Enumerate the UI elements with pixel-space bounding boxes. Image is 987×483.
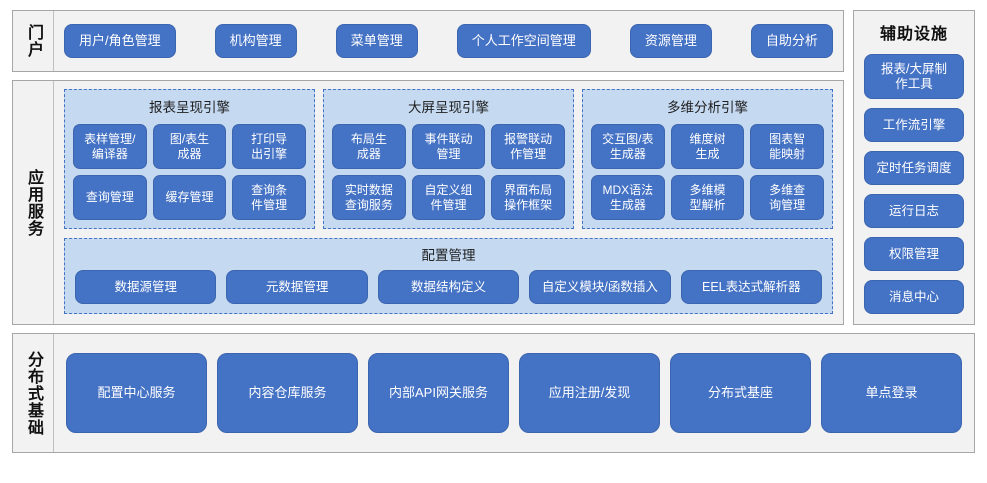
auxiliary-facilities-title: 辅助设施 <box>879 26 948 43</box>
chip-print-export-engine[interactable]: 打印导 出引擎 <box>232 124 306 169</box>
left-column: 门户 用户/角色管理 机构管理 菜单管理 个人工作空间管理 资源管理 自助分析 … <box>12 10 844 325</box>
portal-item-resource-management[interactable]: 资源管理 <box>629 24 712 58</box>
distributed-base-panel: 分布式基础 配置中心服务 内容仓库服务 内部API网关服务 应用注册/发现 分布… <box>12 333 975 453</box>
chip-chart-smart-mapping[interactable]: 图表智 能映射 <box>750 124 824 169</box>
chip-internal-api-gateway-service[interactable]: 内部API网关服务 <box>368 353 509 433</box>
chip-layout-generator[interactable]: 布局生 成器 <box>332 124 406 169</box>
configuration-management-items: 数据源管理 元数据管理 数据结构定义 自定义模块/函数插入 EEL表达式解析器 <box>75 270 823 304</box>
chip-custom-component-management[interactable]: 自定义组 件管理 <box>411 175 486 220</box>
multidimensional-analysis-engine-items: 交互图/表 生成器 维度树 生成 图表智 能映射 MDX语法 生成器 多维模 型… <box>591 124 824 220</box>
chip-event-linkage-management[interactable]: 事件联动 管理 <box>411 124 486 169</box>
portal-item-personal-workspace-management[interactable]: 个人工作空间管理 <box>456 24 591 58</box>
large-screen-rendering-engine-group: 大屏呈现引擎 布局生 成器 事件联动 管理 报警联动 作管理 实时数据 查询服务… <box>323 89 574 229</box>
distributed-base-title-text: 分布式基础 <box>24 350 42 436</box>
engine-row: 报表呈现引擎 表样管理/ 编译器 图/表生 成器 打印导 出引擎 查询管理 缓存… <box>64 89 833 229</box>
application-service-body: 报表呈现引擎 表样管理/ 编译器 图/表生 成器 打印导 出引擎 查询管理 缓存… <box>54 81 843 324</box>
chip-config-center-service[interactable]: 配置中心服务 <box>66 353 207 433</box>
multidimensional-analysis-engine-group: 多维分析引擎 交互图/表 生成器 维度树 生成 图表智 能映射 MDX语法 生成… <box>582 89 833 229</box>
application-service-panel: 应用服务 报表呈现引擎 表样管理/ 编译器 图/表生 成器 打印导 出引擎 查询… <box>12 80 844 325</box>
chip-dimension-tree-generation[interactable]: 维度树 生成 <box>670 124 745 169</box>
distributed-base-items: 配置中心服务 内容仓库服务 内部API网关服务 应用注册/发现 分布式基座 单点… <box>54 334 974 452</box>
chip-query-condition-management[interactable]: 查询条 件管理 <box>232 175 306 220</box>
report-rendering-engine-group: 报表呈现引擎 表样管理/ 编译器 图/表生 成器 打印导 出引擎 查询管理 缓存… <box>64 89 315 229</box>
chip-custom-module-function-insertion[interactable]: 自定义模块/函数插入 <box>529 270 671 304</box>
aux-item-report-large-screen-authoring-tool[interactable]: 报表/大屏制 作工具 <box>864 54 964 99</box>
aux-item-workflow-engine[interactable]: 工作流引擎 <box>864 108 964 142</box>
portal-item-self-service-analysis[interactable]: 自助分析 <box>750 24 833 58</box>
upper-section: 门户 用户/角色管理 机构管理 菜单管理 个人工作空间管理 资源管理 自助分析 … <box>12 10 975 325</box>
chip-cache-management[interactable]: 缓存管理 <box>152 175 227 220</box>
portal-panel-title: 门户 <box>13 11 54 71</box>
portal-panel: 门户 用户/角色管理 机构管理 菜单管理 个人工作空间管理 资源管理 自助分析 <box>12 10 844 72</box>
large-screen-rendering-engine-title: 大屏呈现引擎 <box>408 100 489 115</box>
chip-chart-table-generator[interactable]: 图/表生 成器 <box>152 124 227 169</box>
chip-interactive-chart-table-generator[interactable]: 交互图/表 生成器 <box>591 124 665 169</box>
chip-eel-expression-parser[interactable]: EEL表达式解析器 <box>680 270 823 304</box>
configuration-management-title: 配置管理 <box>421 248 476 263</box>
portal-items: 用户/角色管理 机构管理 菜单管理 个人工作空间管理 资源管理 自助分析 <box>54 11 843 71</box>
large-screen-rendering-engine-items: 布局生 成器 事件联动 管理 报警联动 作管理 实时数据 查询服务 自定义组 件… <box>332 124 565 220</box>
portal-item-user-role-management[interactable]: 用户/角色管理 <box>64 24 176 58</box>
chip-content-repository-service[interactable]: 内容仓库服务 <box>217 353 358 433</box>
portal-item-menu-management[interactable]: 菜单管理 <box>335 24 418 58</box>
chip-app-registration-discovery[interactable]: 应用注册/发现 <box>519 353 660 433</box>
multidimensional-analysis-engine-title: 多维分析引擎 <box>667 100 748 115</box>
application-service-panel-title: 应用服务 <box>13 81 54 324</box>
chip-ui-layout-operation-framework[interactable]: 界面布局 操作框架 <box>491 175 565 220</box>
chip-distributed-foundation[interactable]: 分布式基座 <box>670 353 811 433</box>
portal-item-organization-management[interactable]: 机构管理 <box>214 24 297 58</box>
distributed-base-panel-title: 分布式基础 <box>13 334 54 452</box>
chip-single-sign-on[interactable]: 单点登录 <box>821 353 962 433</box>
chip-report-template-management-compiler[interactable]: 表样管理/ 编译器 <box>73 124 147 169</box>
chip-mdx-syntax-generator[interactable]: MDX语法 生成器 <box>591 175 665 220</box>
report-rendering-engine-items: 表样管理/ 编译器 图/表生 成器 打印导 出引擎 查询管理 缓存管理 查询条 … <box>73 124 306 220</box>
chip-metadata-management[interactable]: 元数据管理 <box>226 270 368 304</box>
aux-item-permission-management[interactable]: 权限管理 <box>864 237 964 271</box>
configuration-management-group: 配置管理 数据源管理 元数据管理 数据结构定义 自定义模块/函数插入 EEL表达… <box>64 238 833 314</box>
aux-item-runtime-log[interactable]: 运行日志 <box>864 194 964 228</box>
application-service-title-text: 应用服务 <box>24 168 42 237</box>
chip-datasource-management[interactable]: 数据源管理 <box>75 270 217 304</box>
chip-alarm-linkage-action-management[interactable]: 报警联动 作管理 <box>491 124 565 169</box>
chip-realtime-data-query-service[interactable]: 实时数据 查询服务 <box>332 175 406 220</box>
chip-multidimensional-model-parsing[interactable]: 多维模 型解析 <box>670 175 745 220</box>
chip-multidimensional-query-management[interactable]: 多维查 询管理 <box>750 175 824 220</box>
chip-data-structure-definition[interactable]: 数据结构定义 <box>377 270 520 304</box>
auxiliary-facilities-panel: 辅助设施 报表/大屏制 作工具 工作流引擎 定时任务调度 运行日志 权限管理 消… <box>853 10 975 325</box>
chip-query-management[interactable]: 查询管理 <box>73 175 147 220</box>
report-rendering-engine-title: 报表呈现引擎 <box>149 100 230 115</box>
portal-title-text: 门户 <box>24 24 42 58</box>
aux-item-scheduled-task-scheduling[interactable]: 定时任务调度 <box>864 151 964 185</box>
aux-item-message-center[interactable]: 消息中心 <box>864 280 964 314</box>
